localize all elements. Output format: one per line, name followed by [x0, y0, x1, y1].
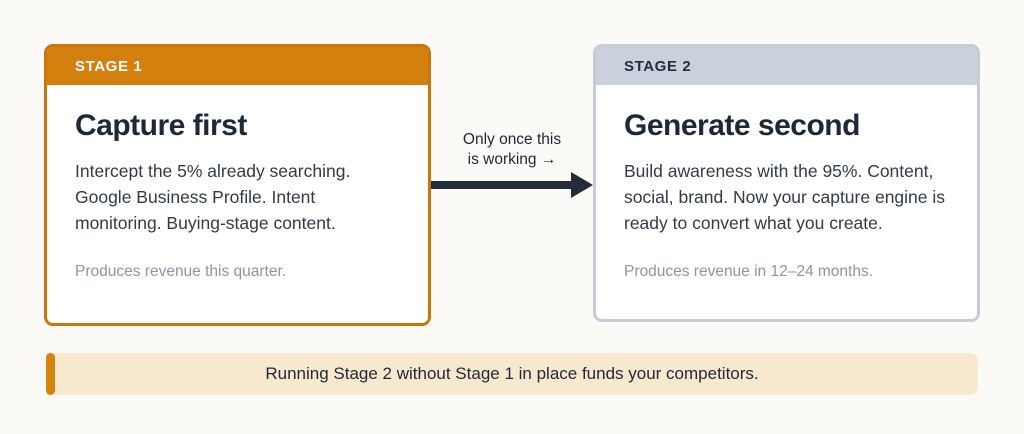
stage2-card: STAGE 2 Generate second Build awareness … [593, 44, 980, 322]
stage1-card: STAGE 1 Capture first Intercept the 5% a… [44, 44, 431, 326]
banner-accent-bar [46, 353, 55, 395]
connector-label-line2: is working → [467, 151, 557, 168]
connector-label-line1: Only once this [462, 131, 562, 148]
stage2-label: STAGE 2 [624, 57, 692, 75]
connector-label: Only once this is working → [432, 130, 592, 170]
stage1-label: STAGE 1 [75, 57, 143, 75]
stage1-body: Capture first Intercept the 5% already s… [47, 85, 428, 305]
stage1-footer: Produces revenue this quarter. [75, 263, 287, 280]
warning-banner: Running Stage 2 without Stage 1 in place… [46, 353, 978, 395]
stage2-header: STAGE 2 [596, 47, 977, 85]
stage1-title: Capture first [75, 109, 247, 142]
stage1-description: Intercept the 5% already searching. Goog… [75, 161, 351, 233]
stage2-body: Generate second Build awareness with the… [596, 85, 977, 305]
arrow-head-icon [571, 172, 593, 198]
arrow-line [431, 181, 572, 189]
stage2-footer: Produces revenue in 12–24 months. [624, 263, 874, 280]
stage2-title: Generate second [624, 109, 860, 142]
stage2-description: Build awareness with the 95%. Content, s… [624, 161, 946, 233]
banner-text: Running Stage 2 without Stage 1 in place… [265, 364, 759, 383]
stage1-header: STAGE 1 [47, 47, 428, 85]
